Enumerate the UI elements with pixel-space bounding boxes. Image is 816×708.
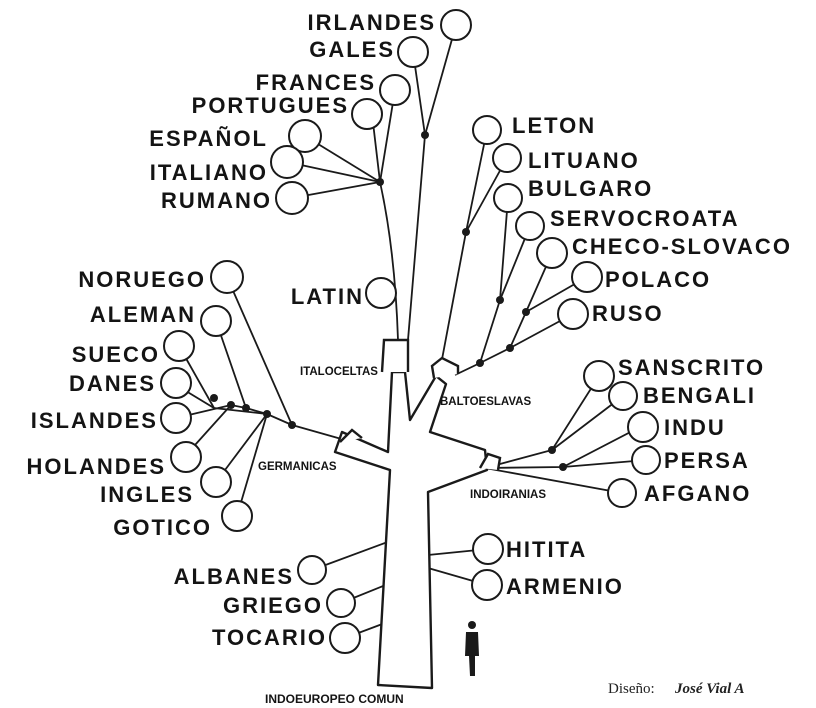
- credit-prefix: Diseño:: [608, 681, 655, 697]
- label-noruego: NORUEGO: [78, 267, 206, 292]
- label-baltoeslavas: BALTOESLAVAS: [440, 396, 531, 408]
- line-irlandes: [425, 25, 456, 135]
- label-italiano: ITALIANO: [150, 160, 268, 185]
- label-albanes: ALBANES: [174, 564, 294, 589]
- person-figure-icon: [465, 621, 479, 676]
- label-indu: INDU: [664, 415, 726, 440]
- label-root: INDOEUROPEO COMUN: [265, 692, 404, 706]
- line-sanscrito: [485, 376, 599, 468]
- label-hitita: HITITA: [506, 537, 587, 562]
- label-gales: GALES: [309, 37, 395, 62]
- label-checo-slovaco: CHECO-SLOVACO: [572, 234, 792, 259]
- label-griego: GRIEGO: [223, 593, 323, 618]
- label-portugues: PORTUGUES: [192, 93, 349, 118]
- label-islandes: ISLANDES: [31, 408, 158, 433]
- label-gotico: GOTICO: [113, 515, 212, 540]
- line-bulgaro: [455, 198, 508, 375]
- label-aleman: ALEMAN: [90, 302, 196, 327]
- label-frances: FRANCES: [256, 70, 376, 95]
- line-leton: [440, 130, 487, 370]
- label-ruso: RUSO: [592, 301, 664, 326]
- label-ingles: INGLES: [100, 482, 194, 507]
- label-servocroata: SERVOCROATA: [550, 206, 739, 231]
- credit-author: José Vial A: [674, 681, 744, 697]
- label-danes: DANES: [69, 371, 156, 396]
- baltoeslavas-stub: [432, 358, 458, 378]
- label-leton: LETON: [512, 113, 596, 138]
- design-credit: Diseño: José Vial A: [608, 681, 744, 697]
- label-sueco: SUECO: [72, 342, 160, 367]
- label-holandes: HOLANDES: [27, 454, 166, 479]
- label-sanscrito: SANSCRITO: [618, 355, 765, 380]
- italoceltas-stub: [382, 340, 408, 372]
- label-polaco: POLACO: [605, 267, 711, 292]
- label-espanol: ESPAÑOL: [149, 126, 268, 151]
- line-checo: [480, 253, 552, 363]
- label-afgano: AFGANO: [644, 481, 751, 506]
- label-irlandes: IRLANDES: [308, 10, 436, 35]
- label-latin: LATIN: [291, 284, 364, 309]
- label-lituano: LITUANO: [528, 148, 640, 173]
- label-persa: PERSA: [664, 448, 750, 473]
- label-bulgaro: BULGARO: [528, 176, 653, 201]
- label-bengali: BENGALI: [643, 383, 756, 408]
- label-armenio: ARMENIO: [506, 574, 624, 599]
- label-italoceltas: ITALOCELTAS: [300, 366, 378, 378]
- label-rumano: RUMANO: [161, 188, 272, 213]
- label-germanicas: GERMANICAS: [258, 461, 337, 473]
- line-gales: [408, 52, 425, 340]
- label-tocario: TOCARIO: [212, 625, 327, 650]
- label-indoiranias: INDOIRANIAS: [470, 489, 546, 501]
